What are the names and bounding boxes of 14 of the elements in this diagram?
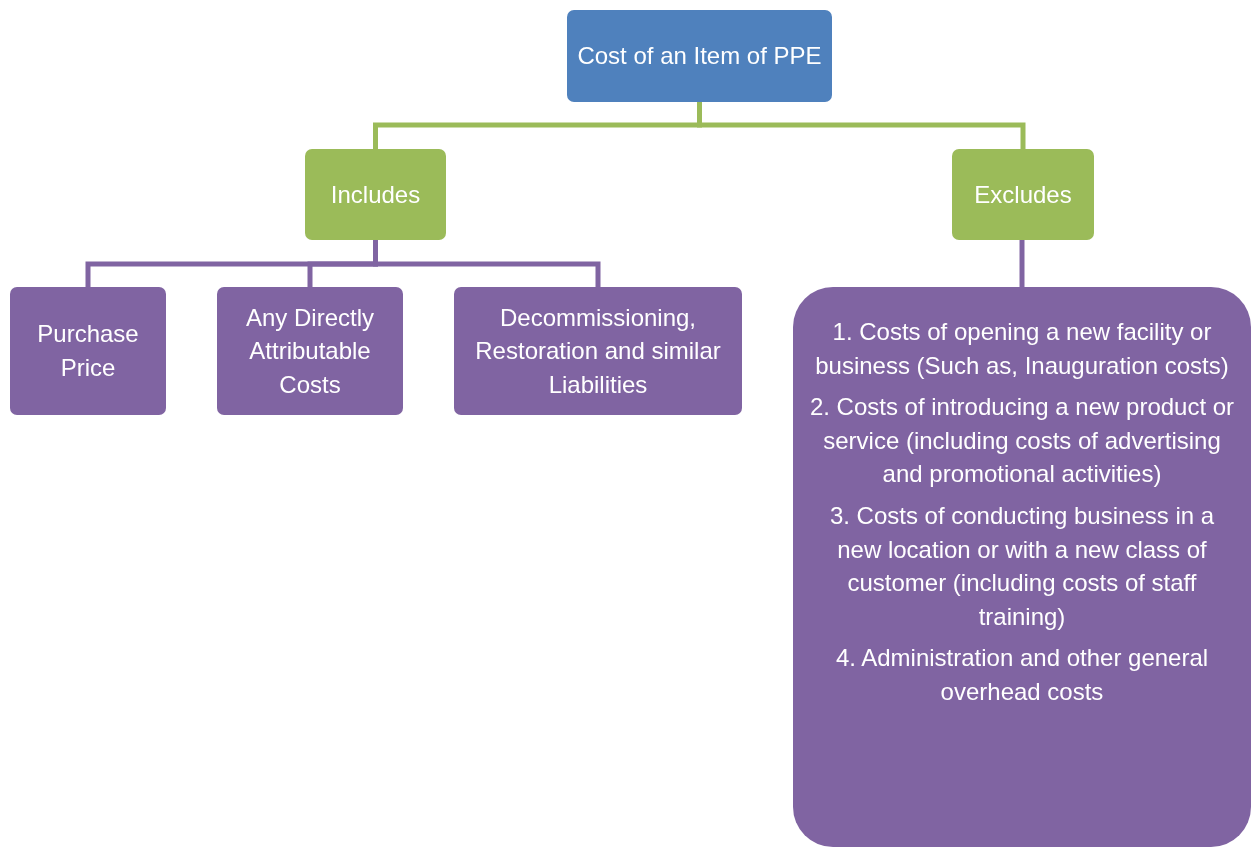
item-box: Purchase Price: [10, 287, 166, 415]
connector-line: [1019, 240, 1025, 287]
connector-line: [373, 240, 601, 287]
list-item-text: 1. Costs of opening a new facility or business (Such as, Inauguration costs): [814, 317, 1230, 381]
category-box: Includes: [305, 149, 446, 240]
list-item-text: 3. Costs of conducting business in a new location or with a new class of customer (including costs of staff training): [828, 500, 1216, 632]
item-box: Any Directly Attributable Costs: [217, 287, 403, 415]
root-box: Cost of an Item of PPE: [567, 10, 832, 102]
list-item-text: 4. Administration and other general overhead costs: [834, 643, 1210, 707]
category-box: Excludes: [952, 149, 1094, 240]
connector-line: [697, 102, 1026, 149]
list-item-text: 2. Costs of introducing a new product or service (including costs of advertising and promotional activities): [808, 392, 1236, 490]
exclusion-list-box: [793, 287, 1251, 847]
item-box: Decommissioning, Restoration and similar Liabilities: [454, 287, 742, 415]
